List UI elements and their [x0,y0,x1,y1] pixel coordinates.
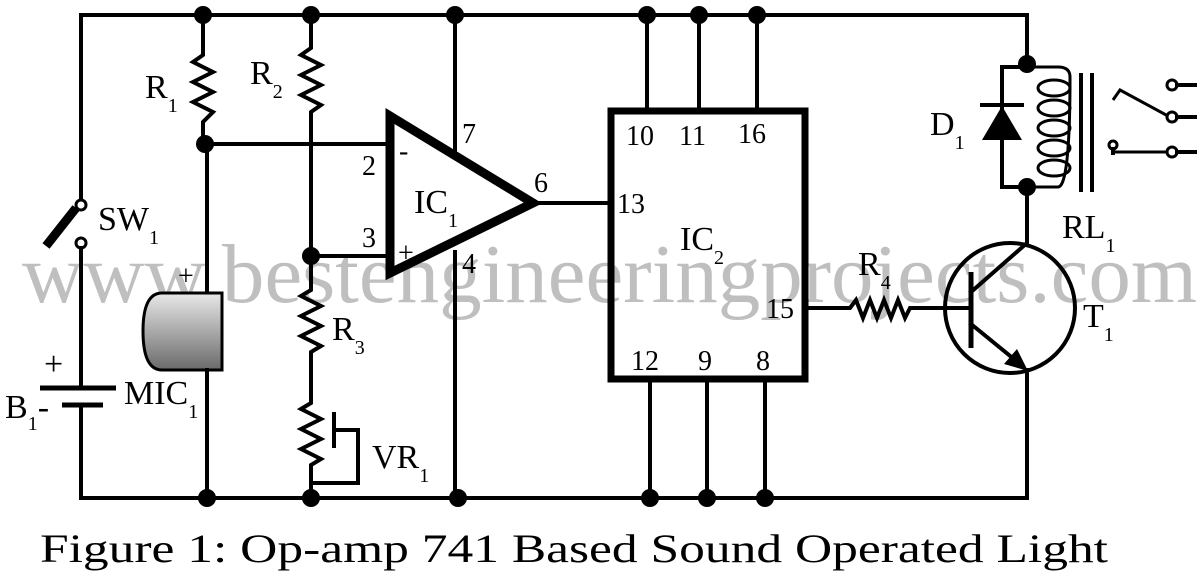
svg-text:2: 2 [362,151,376,182]
svg-text:12: 12 [631,346,659,377]
svg-text:3: 3 [362,223,376,254]
svg-text:R1: R1 [145,69,178,117]
svg-text:13: 13 [617,189,645,220]
svg-text:16: 16 [738,119,766,150]
svg-text:D1: D1 [930,106,965,154]
svg-text:9: 9 [698,346,712,377]
svg-text:SW1: SW1 [98,201,159,249]
resistor-r2: R2 [250,13,326,258]
svg-text:RL1: RL1 [1062,209,1115,257]
svg-text:B1-: B1- [5,389,49,435]
svg-text:T1: T1 [1083,298,1114,346]
svg-text:+: + [44,346,63,383]
svg-text:7: 7 [462,119,476,150]
svg-text:+: + [398,238,414,269]
potentiometer-vr1: VR1 [296,398,429,500]
opamp-ic1: - + IC1 2 3 7 4 6 [362,13,548,500]
svg-text:R3: R3 [332,311,365,359]
svg-text:+: + [178,261,194,292]
svg-text:IC2: IC2 [680,221,724,269]
switch-sw1: SW1 [42,198,159,390]
microphone-mic1: + MIC1 [124,261,224,500]
svg-text:-: - [399,136,408,167]
svg-text:MIC1: MIC1 [124,375,198,423]
transistor-t1: T1 [943,183,1114,375]
junction-dots [194,6,1036,507]
svg-text:4: 4 [462,249,476,280]
resistor-r4: R4 [805,246,973,324]
ic2-chip: 10 11 16 13 15 12 9 8 IC2 [607,13,809,500]
resistor-r3: R3 [296,254,365,402]
svg-text:6: 6 [534,168,548,199]
battery-b1: + B1- [5,346,116,435]
diode-d1: D1 [930,103,1024,154]
svg-text:15: 15 [766,294,794,325]
svg-text:8: 8 [756,346,770,377]
svg-text:R2: R2 [250,55,283,103]
bottom-rail-wire [79,368,1029,500]
svg-text:11: 11 [679,121,706,152]
figure-caption: Figure 1: Op-amp 741 Based Sound Operate… [40,526,1108,571]
top-rail-wire [79,13,1029,205]
svg-text:R4: R4 [858,246,891,294]
svg-text:VR1: VR1 [372,439,429,487]
svg-text:10: 10 [626,121,654,152]
svg-text:IC1: IC1 [414,184,458,232]
